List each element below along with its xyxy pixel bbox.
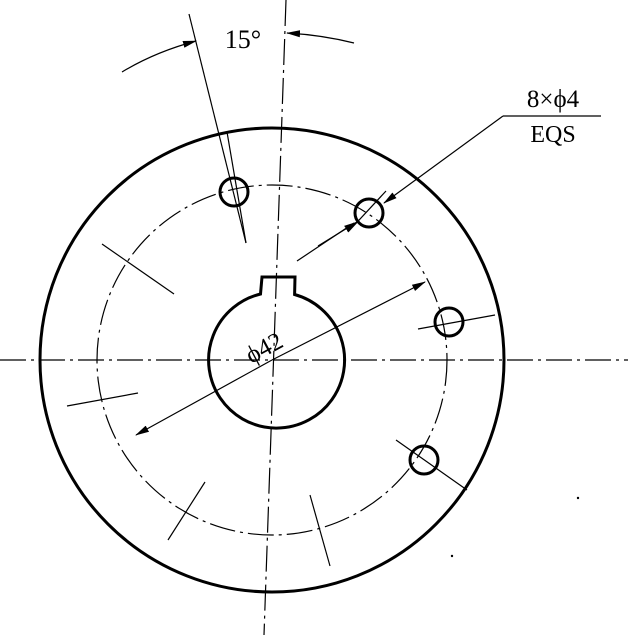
- pcd-value: ϕ42: [241, 327, 287, 369]
- angle-dimension: 15°: [121, 13, 355, 244]
- angle-value: 15°: [225, 25, 261, 54]
- vertical-centerline: [263, 0, 287, 635]
- bolt-hole: [433, 306, 465, 338]
- scan-speck: [450, 554, 454, 558]
- bolt-hole: [218, 176, 250, 208]
- hole-callout-size: 8×ϕ4: [527, 86, 580, 113]
- hole-callout-eqs: EQS: [530, 122, 575, 148]
- bolt-hole: [408, 444, 440, 476]
- bolt-hole: [353, 197, 385, 229]
- scan-speck: [576, 496, 580, 500]
- bore-with-keyway: [207, 275, 347, 430]
- hole-callout: 8×ϕ4 EQS: [296, 86, 601, 262]
- pcd-dimension: ϕ42: [135, 281, 426, 436]
